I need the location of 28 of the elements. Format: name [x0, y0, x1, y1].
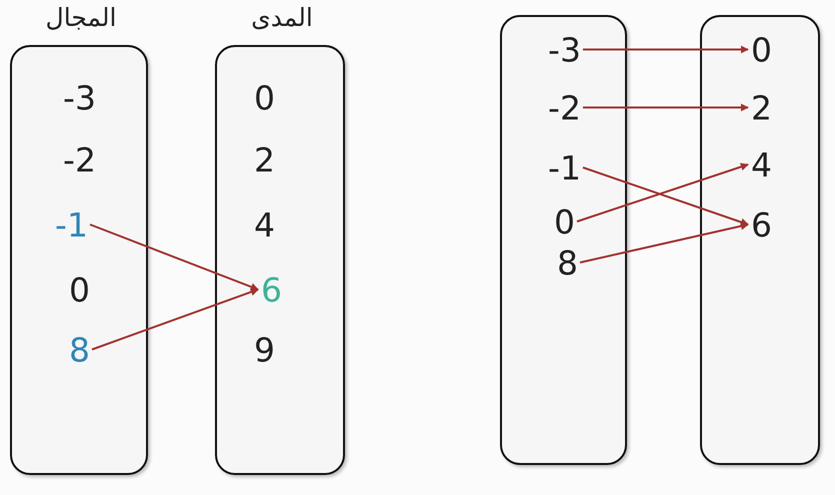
number-label: 0 — [254, 81, 275, 114]
arrow — [582, 46, 749, 54]
number-label: 4 — [751, 148, 772, 181]
set-heading: المجال — [46, 3, 116, 32]
set-heading: المدى — [251, 3, 313, 32]
set-box — [500, 15, 627, 465]
number-label: -1 — [548, 151, 581, 184]
number-label: 0 — [554, 205, 575, 238]
number-label: 8 — [557, 246, 578, 279]
number-label: -3 — [63, 81, 96, 114]
arrow — [92, 288, 259, 350]
arrow — [582, 104, 749, 112]
number-label: -3 — [548, 33, 581, 66]
number-label: 6 — [261, 273, 282, 306]
number-label: 6 — [751, 208, 772, 241]
number-label: 2 — [254, 143, 275, 176]
number-label: 9 — [254, 333, 275, 366]
arrow — [580, 222, 749, 264]
number-label: 2 — [751, 91, 772, 124]
set-box — [700, 15, 820, 465]
number-label: 8 — [69, 333, 90, 366]
number-label: 0 — [751, 33, 772, 66]
number-label: -2 — [548, 91, 581, 124]
arrow — [90, 224, 259, 291]
number-label: 4 — [254, 208, 275, 241]
number-label: -2 — [63, 143, 96, 176]
number-label: 0 — [69, 273, 90, 306]
number-label: -1 — [55, 208, 88, 241]
